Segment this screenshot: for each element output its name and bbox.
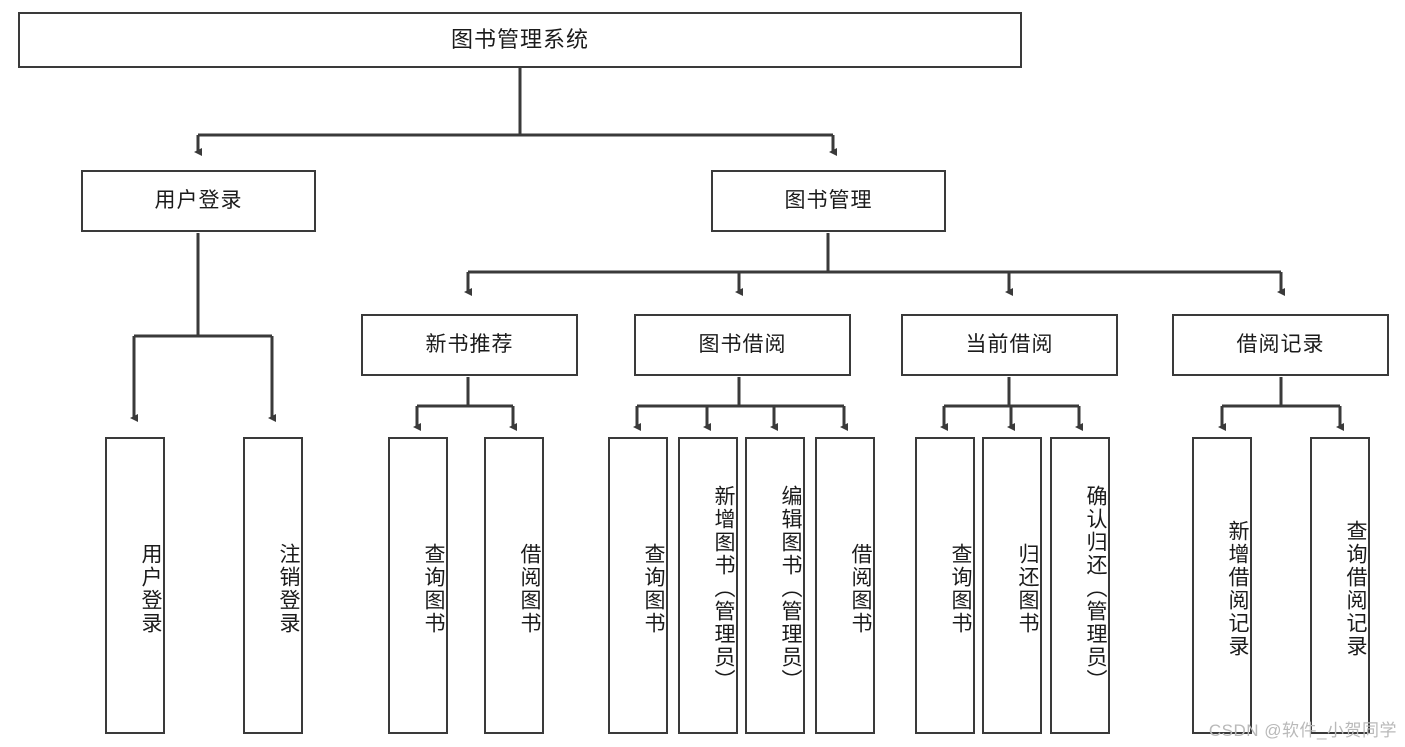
node-leaf-user-logout[interactable]: 注销登录 bbox=[243, 437, 303, 734]
node-leaf-add-book-label: 新增图书（管理员） bbox=[712, 485, 735, 692]
node-borrow-record[interactable]: 借阅记录 bbox=[1172, 314, 1389, 376]
node-book-manage-label: 图书管理 bbox=[784, 189, 873, 213]
node-root-label: 图书管理系统 bbox=[450, 26, 589, 52]
node-leaf-query-book-2[interactable]: 查询图书 bbox=[608, 437, 668, 734]
node-book-borrow-label: 图书借阅 bbox=[698, 333, 787, 357]
node-leaf-add-book[interactable]: 新增图书（管理员） bbox=[678, 437, 738, 734]
node-user-login[interactable]: 用户登录 bbox=[81, 170, 316, 232]
node-book-borrow[interactable]: 图书借阅 bbox=[634, 314, 851, 376]
node-new-book-recommend[interactable]: 新书推荐 bbox=[361, 314, 578, 376]
node-leaf-edit-book[interactable]: 编辑图书（管理员） bbox=[745, 437, 805, 734]
node-leaf-add-record[interactable]: 新增借阅记录 bbox=[1192, 437, 1252, 734]
node-leaf-add-record-label: 新增借阅记录 bbox=[1226, 519, 1249, 658]
node-user-login-label: 用户登录 bbox=[154, 189, 243, 213]
node-leaf-query-book-2-label: 查询图书 bbox=[642, 542, 665, 635]
node-leaf-borrow-book-2-label: 借阅图书 bbox=[849, 542, 872, 635]
watermark: CSDN @软件_小贺同学 bbox=[1208, 721, 1397, 740]
node-leaf-borrow-book-1-label: 借阅图书 bbox=[518, 542, 541, 635]
node-leaf-query-record[interactable]: 查询借阅记录 bbox=[1310, 437, 1370, 734]
node-leaf-borrow-book-2[interactable]: 借阅图书 bbox=[815, 437, 875, 734]
node-leaf-query-book-1-label: 查询图书 bbox=[422, 542, 445, 635]
node-leaf-confirm-return[interactable]: 确认归还（管理员） bbox=[1050, 437, 1110, 734]
node-leaf-query-book-3-label: 查询图书 bbox=[949, 542, 972, 635]
node-current-borrow[interactable]: 当前借阅 bbox=[901, 314, 1118, 376]
node-root[interactable]: 图书管理系统 bbox=[18, 12, 1022, 68]
node-leaf-confirm-return-label: 确认归还（管理员） bbox=[1084, 485, 1107, 692]
node-leaf-query-record-label: 查询借阅记录 bbox=[1344, 519, 1367, 658]
node-leaf-return-book[interactable]: 归还图书 bbox=[982, 437, 1042, 734]
node-leaf-edit-book-label: 编辑图书（管理员） bbox=[779, 485, 802, 692]
node-book-manage[interactable]: 图书管理 bbox=[711, 170, 946, 232]
node-leaf-return-book-label: 归还图书 bbox=[1016, 542, 1039, 635]
node-current-borrow-label: 当前借阅 bbox=[965, 333, 1054, 357]
node-leaf-query-book-1[interactable]: 查询图书 bbox=[388, 437, 448, 734]
node-leaf-borrow-book-1[interactable]: 借阅图书 bbox=[484, 437, 544, 734]
node-leaf-query-book-3[interactable]: 查询图书 bbox=[915, 437, 975, 734]
node-leaf-user-logout-label: 注销登录 bbox=[277, 542, 300, 635]
node-new-book-recommend-label: 新书推荐 bbox=[425, 333, 514, 357]
node-borrow-record-label: 借阅记录 bbox=[1236, 333, 1325, 357]
node-leaf-user-login-label: 用户登录 bbox=[139, 542, 162, 635]
node-leaf-user-login[interactable]: 用户登录 bbox=[105, 437, 165, 734]
